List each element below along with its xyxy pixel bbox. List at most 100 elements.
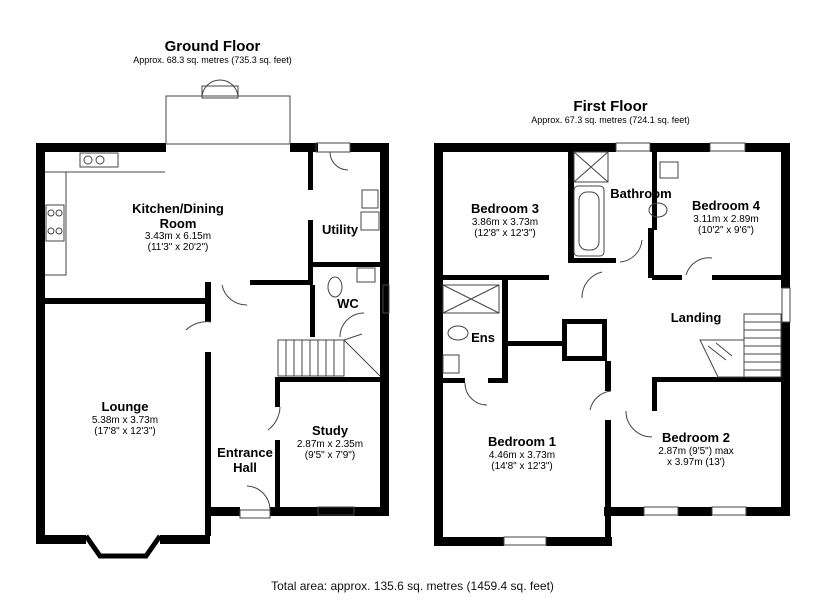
room-name: Entrance Hall [217, 445, 273, 475]
room-name: Ens [471, 330, 495, 345]
gf-wall-utility-left [308, 150, 313, 190]
room-name: Study [311, 423, 349, 438]
ground-floor-walls [36, 143, 389, 559]
gf-wall-kitchen-bottom [250, 280, 312, 285]
room-bedroom-1: Bedroom 1 4.46m x 3.73m (14'8" x 12'3") [472, 434, 572, 472]
ff-ens-toilet [447, 325, 469, 341]
room-metric: 3.43m x 6.15m [144, 231, 212, 243]
room-imperial: (17'8" x 12'3") [94, 425, 156, 437]
ff-wall-bed2-top [652, 377, 786, 382]
gf-wall-study-top [278, 377, 382, 382]
ff-ens-shower [442, 284, 500, 314]
room-bedroom-2: Bedroom 2 2.87m (9'5") max x 3.97m (13') [640, 430, 752, 468]
room-imperial: (14'8" x 12'3") [491, 460, 553, 472]
gf-wall-right [380, 143, 389, 516]
first-floor-heading: First Floor Approx. 67.3 sq. metres (724… [498, 98, 723, 126]
ff-wall-ens-bottom2 [488, 378, 508, 383]
gf-wall-study-left-lower [275, 440, 280, 510]
gf-garden-doors [165, 95, 291, 145]
gf-wall-top-left [36, 143, 166, 152]
gf-kitchen-worktop [45, 171, 165, 276]
gf-wall-bottom-study [270, 507, 388, 516]
room-name: Bedroom 1 [488, 434, 556, 449]
ff-bath-basin [659, 161, 679, 179]
room-metric: 5.38m x 3.73m [91, 414, 159, 426]
ff-ens-basin [442, 354, 460, 374]
ff-stairs [699, 313, 782, 378]
ff-wall-bottom-right2 [678, 507, 712, 516]
room-name: Lounge [101, 399, 149, 414]
room-imperial: (10'2" x 9'6") [698, 224, 754, 236]
room-name: Bedroom 4 [692, 198, 760, 213]
ff-wall-top-mid [650, 143, 710, 152]
ff-wall-bottom-right3 [746, 507, 790, 516]
room-kitchen: Kitchen/Dining Room 3.43m x 6.15m (11'3"… [108, 201, 248, 253]
ff-wall-bed4-left [652, 150, 657, 230]
gf-front-door [239, 509, 271, 519]
ff-bathtub [573, 185, 605, 257]
room-name: Utility [321, 222, 359, 237]
room-name: Landing [670, 310, 722, 325]
ff-bed2-window1 [643, 506, 679, 516]
ff-wall-bottom-mid [546, 537, 612, 546]
room-name: Kitchen/Dining Room [132, 201, 224, 231]
ff-wall-bath-right [648, 228, 654, 278]
gf-utility-sink [360, 211, 380, 231]
room-name: WC [337, 296, 359, 311]
ff-wall-bed3-bottom [443, 275, 549, 280]
room-name: Bedroom 3 [471, 201, 539, 216]
room-landing: Landing [656, 310, 736, 326]
room-lounge: Lounge 5.38m x 3.73m (17'8" x 12'3") [70, 399, 180, 437]
ff-wall-bed3-right [568, 150, 574, 262]
gf-hob [45, 204, 65, 242]
ff-wall-ens-bottom [443, 378, 465, 383]
ground-floor-area: Approx. 68.3 sq. metres (735.3 sq. feet) [133, 55, 292, 66]
gf-wall-study-left [275, 377, 280, 407]
room-ensuite: Ens [466, 330, 500, 346]
gf-sink [79, 152, 119, 168]
ff-wall-bottom-left [434, 537, 504, 546]
ff-bed1-window [503, 536, 547, 546]
ff-bed2-window2 [711, 506, 747, 516]
ground-floor-title: Ground Floor [164, 38, 261, 55]
room-bathroom: Bathroom [602, 186, 680, 202]
gf-utility-door [315, 142, 351, 153]
gf-bay-window [83, 534, 163, 559]
room-metric: 3.11m x 2.89m [693, 213, 759, 225]
ff-shower [573, 151, 609, 183]
gf-wall-bottom-mid [160, 535, 210, 544]
ff-wall-right [781, 143, 790, 288]
room-entrance-hall: Entrance Hall [210, 445, 280, 475]
ff-wall-bed4-bottom2 [712, 275, 786, 280]
gf-wall-left [36, 143, 45, 544]
first-floor-fixtures [442, 142, 791, 546]
gf-wc-basin [356, 267, 376, 283]
ff-wall-ens-right [502, 278, 508, 380]
gf-wall-bottom-right [210, 507, 240, 516]
room-bedroom-4: Bedroom 4 3.11m x 2.89m (10'2" x 9'6") [678, 198, 774, 236]
first-floor-title: First Floor [573, 98, 648, 115]
room-metric: 3.86m x 3.73m [471, 216, 539, 228]
ff-landing-window [781, 287, 791, 323]
room-metric: 2.87m x 2.35m [296, 438, 364, 450]
room-name: Bathroom [610, 186, 672, 201]
ground-floor-heading: Ground Floor Approx. 68.3 sq. metres (73… [100, 38, 325, 66]
gf-wall-hall-left-lower [205, 352, 211, 536]
ff-wall-bath-bottom [568, 258, 616, 263]
room-imperial: x 3.97m (13') [666, 456, 726, 468]
ff-wall-bed4-bottom [652, 275, 682, 280]
gf-wall-utility-bottom [312, 262, 382, 267]
first-floor-area: Approx. 67.3 sq. metres (724.1 sq. feet) [531, 115, 690, 126]
room-bedroom-3: Bedroom 3 3.86m x 3.73m (12'8" x 12'3") [455, 201, 555, 239]
ff-wall-top-left [434, 143, 616, 152]
first-floor-walls [434, 143, 790, 546]
gf-wc-toilet [327, 276, 343, 298]
ground-floor-fixtures [45, 79, 390, 519]
room-study: Study 2.87m x 2.35m (9'5" x 7'9") [282, 423, 378, 461]
room-wc: WC [330, 296, 366, 312]
gf-wall-wc-left [310, 285, 315, 337]
gf-wall-top-right [290, 143, 318, 152]
ff-wall-bed1-right [605, 361, 611, 391]
gf-wall-bottom-left [36, 535, 86, 544]
